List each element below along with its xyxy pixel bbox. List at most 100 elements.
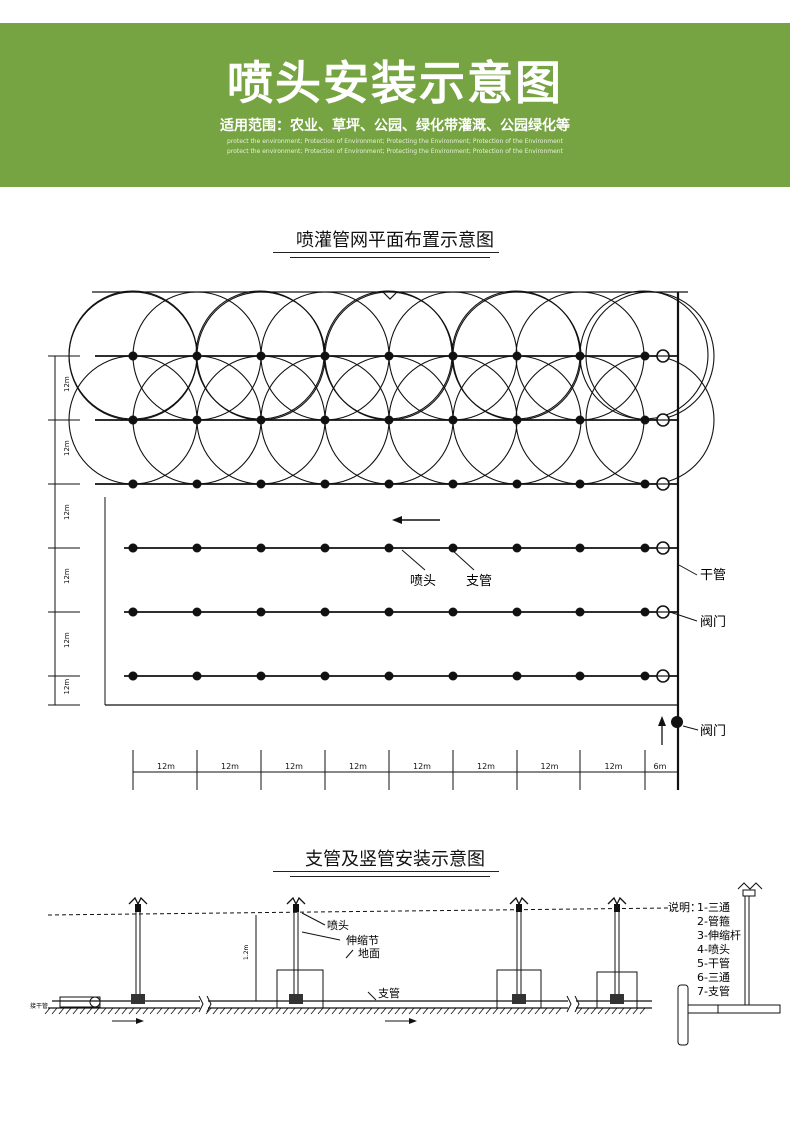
sec-branch-label: 支管: [378, 986, 400, 1000]
hatch-mark: [58, 1007, 65, 1015]
valve-leader-2: [682, 725, 699, 731]
branch-pipes: [95, 349, 678, 683]
legend-item-3: 3-伸缩杆: [697, 928, 741, 942]
sprinkler-dot: [512, 671, 522, 681]
hatch-mark: [555, 1007, 562, 1015]
page-subtitle: 适用范围：农业、草坪、公园、绿化带灌溉、公园绿化等: [220, 118, 570, 134]
hatch-mark: [429, 1007, 436, 1015]
sec-sprinkler-leader: [301, 912, 326, 926]
hatch-mark: [611, 1007, 618, 1015]
riser-pit: [596, 971, 638, 1009]
sprinkler-dot: [128, 671, 138, 681]
sprinkler-dot: [256, 607, 266, 617]
hatch-mark: [632, 1007, 639, 1015]
hatch-mark: [86, 1007, 93, 1015]
sec-sprinkler-label: 喷头: [327, 919, 349, 932]
hatch-mark: [247, 1007, 254, 1015]
hatch-mark: [352, 1007, 359, 1015]
hatch-mark: [296, 1007, 303, 1015]
legend-item-4: 4-喷头: [697, 943, 730, 956]
riser-pit: [496, 969, 542, 1009]
sprinkler-dot: [384, 351, 394, 361]
hatch-mark: [142, 1007, 149, 1015]
hatch-mark: [317, 1007, 324, 1015]
sprinkler-head-icon: [509, 896, 529, 906]
sprinkler-dot: [320, 607, 330, 617]
sprinkler-dot: [256, 415, 266, 425]
hatch-mark: [583, 1007, 590, 1015]
hatch-mark: [240, 1007, 247, 1015]
hatch-mark: [366, 1007, 373, 1015]
bottom-dim-label: 12m: [413, 762, 431, 771]
sprinkler-dot: [640, 415, 650, 425]
hatch-mark: [415, 1007, 422, 1015]
bottom-dim-label: 12m: [221, 762, 239, 771]
ground-hatch: [44, 1007, 646, 1015]
hatch-mark: [401, 1007, 408, 1015]
hatch-mark: [499, 1007, 506, 1015]
sprinkler-dot: [320, 479, 330, 489]
hatch-mark: [128, 1007, 135, 1015]
hatch-mark: [492, 1007, 499, 1015]
legend-item-6: 6-三通: [697, 971, 730, 984]
left-dim-label: 12m: [63, 568, 71, 584]
legend-item-2: 2-管箍: [697, 914, 730, 928]
sprinkler-dot: [384, 671, 394, 681]
hatch-mark: [380, 1007, 387, 1015]
hatch-mark: [114, 1007, 121, 1015]
hatch-mark: [548, 1007, 555, 1015]
plan-title-underline: [273, 252, 499, 253]
main-pipe-leader: [678, 564, 698, 576]
sec-flow-head-1: [136, 1018, 144, 1024]
hatch-mark: [541, 1007, 548, 1015]
hatch-mark: [282, 1007, 289, 1015]
legend-detail-sketch: [677, 882, 781, 1046]
bottom-dim-label: 6m: [654, 762, 667, 771]
left-dim-label: 12m: [63, 679, 71, 695]
sprinkler-dot: [640, 479, 650, 489]
hatch-mark: [254, 1007, 261, 1015]
page-title: 喷头安装示意图: [227, 56, 563, 110]
left-dim-label: 12m: [63, 504, 71, 520]
header-english-line-1: protect the environment; Protection of E…: [227, 138, 563, 145]
hatch-mark: [268, 1007, 275, 1015]
hatch-mark: [436, 1007, 443, 1015]
hatch-mark: [156, 1007, 163, 1015]
hatch-mark: [590, 1007, 597, 1015]
hatch-mark: [527, 1007, 534, 1015]
hatch-mark: [79, 1007, 86, 1015]
sprinkler-dot: [384, 543, 394, 553]
sprinkler-dot: [640, 671, 650, 681]
hatch-mark: [303, 1007, 310, 1015]
detail-branch: [717, 1004, 781, 1014]
sprinkler-dot: [320, 415, 330, 425]
sprinkler-dot: [448, 671, 458, 681]
hatch-mark: [205, 1007, 212, 1015]
sprinkler-dot: [512, 351, 522, 361]
hatch-mark: [212, 1007, 219, 1015]
main-valve-icon: [671, 716, 683, 728]
hatch-mark: [135, 1007, 142, 1015]
field-top-marker: [382, 291, 398, 300]
sprinkler-dot: [192, 479, 202, 489]
section-diagram: 接干管 1.2m 喷头 伸缩节 地面 支管 说明： 1-三通 2-管箍 3-伸缩…: [30, 882, 781, 1046]
hatch-mark: [520, 1007, 527, 1015]
bottom-dim-label: 12m: [541, 762, 559, 771]
hatch-mark: [191, 1007, 198, 1015]
riser-tee: [610, 994, 624, 1004]
inlet-arrow-head: [658, 716, 666, 726]
sprinkler-head-body: [516, 904, 522, 912]
sec-branch-leader: [367, 991, 377, 1001]
sprinkler-dot: [575, 543, 585, 553]
hatch-mark: [604, 1007, 611, 1015]
sprinkler-dot: [575, 607, 585, 617]
hatch-mark: [226, 1007, 233, 1015]
main-pipe-connector: [59, 996, 101, 1008]
main-connect-label: 接干管: [30, 1002, 48, 1010]
bottom-dim-label: 12m: [477, 762, 495, 771]
sprinkler-dot: [575, 671, 585, 681]
sprinkler-height-line: [47, 907, 669, 916]
break-marker-1: [198, 995, 204, 1013]
